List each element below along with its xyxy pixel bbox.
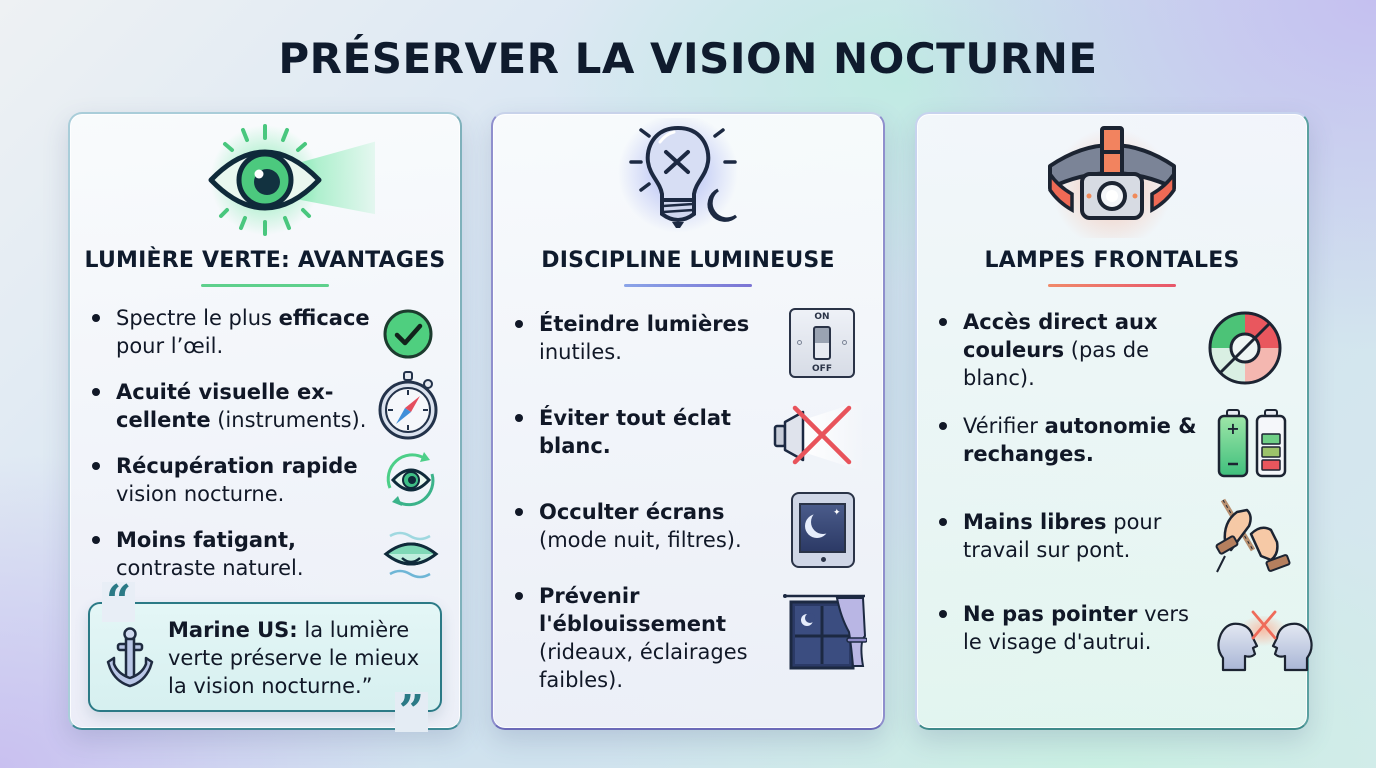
card-title: DISCIPLINE LUMINEUSE <box>541 248 835 273</box>
list-item: Spectre le plus efficace pour l’œil. <box>92 304 433 364</box>
bullet <box>515 592 523 600</box>
bullet <box>515 508 523 516</box>
card-title: LAMPES FRONTALES <box>984 248 1240 273</box>
hands-rope-icon <box>1215 498 1291 573</box>
item-text: Éviter tout éclat blanc. <box>539 406 732 458</box>
item-text: Vérifier autonomie & rechanges. <box>963 414 1197 466</box>
item-text: Récupération rapide vision nocturne. <box>116 454 358 506</box>
window-curtain-icon <box>783 594 867 670</box>
card-light-discipline: DISCIPLINE LUMINEUSE Éteindre lumières i… <box>491 112 885 730</box>
bullet <box>939 610 947 618</box>
item-text: Moins fatigant, contraste naturel. <box>116 528 304 580</box>
switch-off-label: OFF <box>812 364 832 374</box>
quote-text: Marine US: la lumière verte préserve le … <box>168 618 420 698</box>
compass-icon <box>378 371 438 440</box>
switch-toggle <box>813 326 831 360</box>
moon-glyph <box>811 510 835 534</box>
list-item: Acuité visuelle ex-cellente (instruments… <box>92 371 438 440</box>
anchor-icon <box>106 627 154 688</box>
list-item: Occulter écrans (mode nuit, filtres). ✦ <box>515 492 855 578</box>
bullet <box>515 414 523 422</box>
item-text: Acuité visuelle ex-cellente (instruments… <box>116 380 367 432</box>
color-selector-dial-icon[interactable] <box>1207 310 1283 386</box>
card-title: LUMIÈRE VERTE: AVANTAGES <box>84 248 446 273</box>
item-text: Spectre le plus efficace pour l’œil. <box>116 306 370 358</box>
item-text: Prévenir l'éblouissement (rideaux, éclai… <box>539 584 748 692</box>
quote-box: “ Marine US: la lumière verte préserve l… <box>88 580 442 734</box>
screw <box>842 340 847 345</box>
item-text: Ne pas pointer vers le visage d'autrui. <box>963 602 1189 654</box>
title-underline <box>201 284 329 287</box>
list-item: Éteindre lumières inutiles. ON OFF <box>515 308 855 380</box>
list-item: Moins fatigant, contraste naturel. <box>92 526 439 588</box>
switch-on-label: ON <box>814 312 830 322</box>
list-item: Récupération rapide vision nocturne. <box>92 452 435 514</box>
star-glyph: ✦ <box>833 508 841 518</box>
screw <box>797 340 802 345</box>
title-underline <box>624 284 752 287</box>
glowing-green-eye-icon <box>208 124 375 236</box>
bullet <box>92 314 100 322</box>
relaxed-eye-icon <box>383 531 439 579</box>
headlamp-icon <box>1048 126 1176 238</box>
item-text: Éteindre lumières inutiles. <box>539 312 750 364</box>
lightbulb-off-moon-icon <box>618 118 738 233</box>
tablet-night-mode-icon: ✦ <box>791 492 855 568</box>
close-quote-mark: ” <box>394 690 428 734</box>
item-text: Mains libres pour travail sur pont. <box>963 510 1162 562</box>
tablet-screen <box>799 503 846 553</box>
svg-text:+: + <box>1226 419 1239 438</box>
page-title: PRÉSERVER LA VISION NOCTURNE <box>278 34 1098 83</box>
list-item: Mains libres pour travail sur pont. <box>939 498 1291 588</box>
bullet <box>939 422 947 430</box>
item-text: Accès direct aux couleurs (pas de blanc)… <box>963 310 1158 390</box>
green-checkmark-icon <box>383 309 433 359</box>
card-green-light-advantages: LUMIÈRE VERTE: AVANTAGES Spectre le plus… <box>68 112 462 734</box>
batteries-icon: + <box>1217 409 1287 478</box>
list-item: Prévenir l'éblouissement (rideaux, éclai… <box>515 582 867 702</box>
no-white-light-icon <box>773 400 865 472</box>
bullet <box>92 462 100 470</box>
title-underline <box>1048 284 1176 287</box>
list-item: Accès direct aux couleurs (pas de blanc)… <box>939 308 1282 398</box>
bullet <box>92 536 100 544</box>
eye-refresh-icon <box>386 452 435 507</box>
bullet <box>92 388 100 396</box>
bullet <box>939 518 947 526</box>
list-item: Ne pas pointer vers le visage d'autrui. <box>939 600 1313 690</box>
item-text: Occulter écrans (mode nuit, filtres). <box>539 500 742 552</box>
no-face-pointing-icon <box>1217 610 1313 672</box>
list-item: Vérifier autonomie & rechanges. + <box>939 409 1287 482</box>
card-headlamps: LAMPES FRONTALES Accès direct aux couleu… <box>915 112 1313 730</box>
bullet <box>515 320 523 328</box>
home-button <box>821 557 826 562</box>
open-quote-mark: “ <box>102 580 136 624</box>
bullet <box>939 318 947 326</box>
light-switch-icon[interactable]: ON OFF <box>789 308 855 378</box>
list-item: Éviter tout éclat blanc. <box>515 400 865 474</box>
